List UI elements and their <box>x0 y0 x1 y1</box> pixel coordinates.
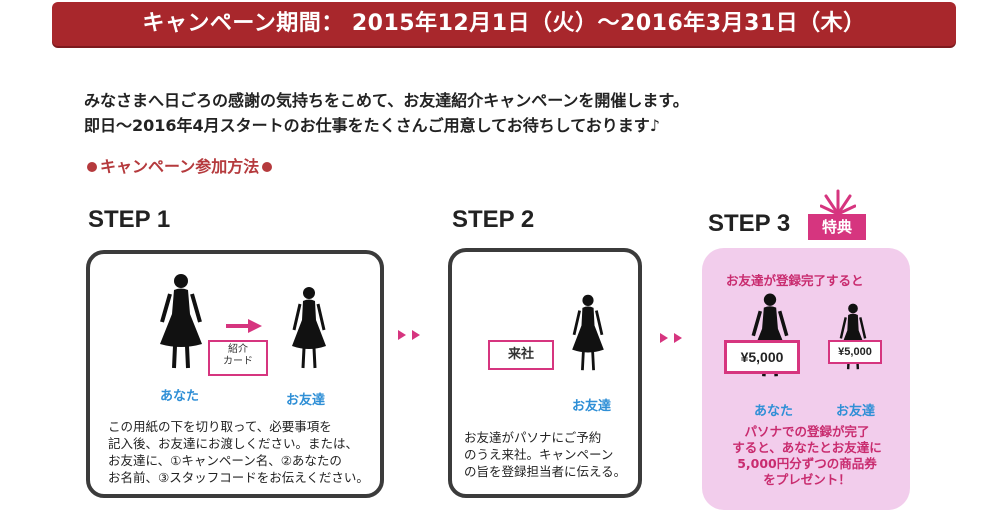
step2-title: STEP 2 <box>452 206 535 233</box>
step3-description: パソナでの登録が完了 すると、あなたとお友達に 5,000円分ずつの商品券 をプ… <box>708 424 906 488</box>
woman-silhouette-icon <box>292 287 326 369</box>
step3-text-line: をプレゼント！ <box>763 472 851 487</box>
step2-text-line: のうえ来社。キャンペーン <box>464 447 614 462</box>
bullet-dot-icon <box>87 162 97 172</box>
step1-text-line: この用紙の下を切り取って、必要事項を <box>108 419 332 434</box>
next-step-arrow-icon <box>412 330 420 340</box>
referral-card-label: 紹介 <box>228 344 248 355</box>
step1-description: この用紙の下を切り取って、必要事項を 記入後、お友達にお渡しください。または、 … <box>108 418 372 486</box>
step3-title: STEP 3 <box>708 210 791 237</box>
step3-panel <box>702 248 910 510</box>
intro-line-2: 即日～2016年4月スタートのお仕事をたくさんご用意してお待ちしております♪ <box>84 116 660 135</box>
you-label: あなた <box>754 404 794 419</box>
sparkle-icon <box>820 189 856 216</box>
campaign-period-text: キャンペーン期間： 2015年12月1日（火）～2016年3月31日（木） <box>142 11 866 36</box>
next-step-arrow-icon <box>660 333 668 343</box>
bullet-dot-icon <box>262 162 273 172</box>
section-heading: キャンペーン参加方法 <box>84 156 275 178</box>
friend-voucher-amount: ¥5,000 <box>828 340 882 364</box>
campaign-period-banner <box>52 2 956 46</box>
woman-silhouette-icon <box>839 303 867 370</box>
referral-card: 紹介 カード <box>208 340 268 376</box>
step1-text-line: 記入後、お友達にお渡しください。または、 <box>108 436 359 451</box>
step1-text-line: お名前、③スタッフコードをお伝えください。 <box>108 470 369 485</box>
friend-label: お友達 <box>572 399 612 414</box>
step2-description: お友達がパソナにご予約 のうえ来社。キャンペーン の旨を登録担当者に伝える。 <box>464 429 632 480</box>
friend-label: お友達 <box>286 393 326 408</box>
next-step-arrow-icon <box>398 330 406 340</box>
intro-line-1: みなさまへ日ごろの感謝の気持ちをこめて、お友達紹介キャンペーンを開催します。 <box>84 91 689 110</box>
you-label: あなた <box>160 389 200 404</box>
step3-condition: お友達が登録完了すると <box>726 273 864 288</box>
bonus-badge: 特典 <box>808 214 866 240</box>
step3-text-line: 5,000円分ずつの商品券 <box>737 456 877 471</box>
step1-text-line: お友達に、①キャンペーン名、②あなたの <box>108 453 342 468</box>
you-voucher-amount: ¥5,000 <box>724 340 800 374</box>
friend-label: お友達 <box>836 404 876 419</box>
step2-panel <box>448 248 642 498</box>
referral-card-label: カード <box>223 356 253 367</box>
next-step-arrow-icon <box>674 333 682 343</box>
section-title: キャンペーン参加方法 <box>100 157 260 176</box>
step3-text-line: パソナでの登録が完了 <box>744 424 870 439</box>
arrow-right-icon <box>226 319 262 333</box>
step3-text-line: すると、あなたとお友達に <box>732 440 882 455</box>
woman-silhouette-icon <box>160 274 202 369</box>
visit-card: 来社 <box>488 340 554 370</box>
woman-silhouette-icon <box>572 294 604 371</box>
step2-text-line: の旨を登録担当者に伝える。 <box>464 464 627 479</box>
step1-title: STEP 1 <box>88 206 171 233</box>
step2-text-line: お友達がパソナにご予約 <box>464 430 602 445</box>
